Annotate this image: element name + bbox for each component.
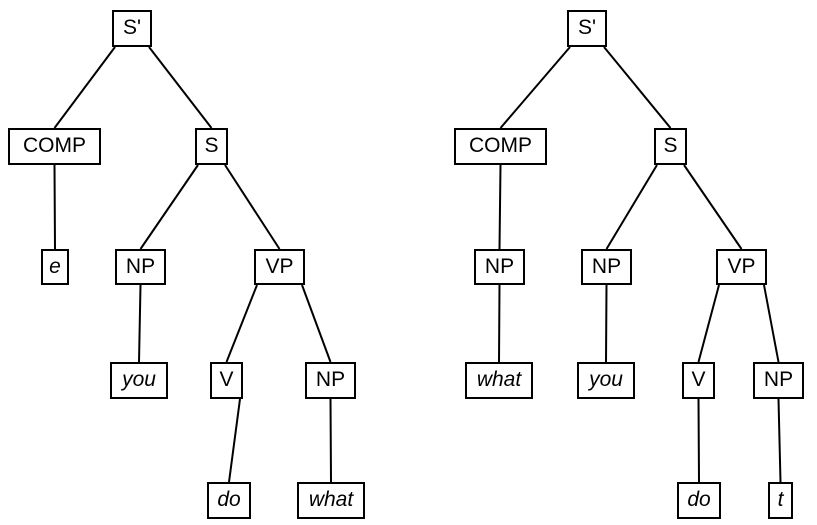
- tree-edge: [683, 164, 743, 250]
- tree-node-what: what: [297, 482, 365, 519]
- tree-node-v: V: [210, 362, 243, 399]
- tree-node-label: V: [219, 368, 234, 391]
- tree-node-label: S: [204, 134, 219, 157]
- tree-node-v: V: [682, 362, 715, 399]
- tree-node-np: NP: [753, 362, 804, 399]
- tree-node-do: do: [207, 482, 251, 519]
- tree-edge: [148, 46, 213, 129]
- tree-node-label: VP: [265, 254, 294, 278]
- tree-edge: [53, 164, 56, 250]
- tree-node-label: V: [691, 368, 706, 391]
- tree-edge: [329, 398, 332, 483]
- tree-node-sbar: S': [567, 10, 607, 47]
- tree-edge: [697, 284, 720, 363]
- tree-edge: [301, 284, 332, 363]
- tree-node-what: what: [465, 362, 533, 399]
- tree-node-s: S: [195, 128, 228, 165]
- tree-node-vp: VP: [716, 249, 767, 285]
- tree-node-comp: COMP: [454, 128, 547, 165]
- tree-node-e: e: [41, 249, 69, 285]
- tree-node-np: NP: [474, 249, 525, 285]
- tree-node-label: what: [308, 488, 354, 511]
- tree-node-s: S: [654, 128, 687, 165]
- tree-node-label: S': [122, 16, 142, 39]
- tree-node-label: NP: [484, 254, 515, 278]
- tree-node-label: e: [49, 254, 61, 278]
- tree-node-np: NP: [581, 249, 632, 285]
- tree-node-label: do: [687, 488, 711, 511]
- tree-edge: [697, 398, 700, 483]
- tree-node-you: you: [110, 362, 168, 399]
- tree-edge: [498, 284, 501, 363]
- tree-edge: [499, 46, 571, 129]
- tree-edge: [53, 46, 116, 129]
- tree-edge: [138, 284, 142, 363]
- tree-node-label: NP: [591, 254, 622, 278]
- tree-node-np: NP: [115, 249, 166, 285]
- tree-edge: [777, 398, 782, 483]
- tree-edge: [605, 284, 608, 363]
- tree-edge: [224, 164, 281, 250]
- tree-node-label: what: [476, 368, 522, 391]
- tree-edge: [498, 164, 502, 250]
- tree-node-label: you: [122, 368, 156, 391]
- tree-edge: [139, 164, 199, 250]
- tree-edge: [228, 398, 241, 483]
- tree-node-sbar: S': [112, 10, 152, 47]
- tree-node-vp: VP: [254, 249, 305, 285]
- tree-node-comp: COMP: [8, 128, 101, 165]
- tree-node-label: COMP: [23, 134, 86, 157]
- tree-node-do: do: [677, 482, 721, 519]
- tree-node-t: t: [768, 482, 793, 519]
- tree-edge: [605, 164, 658, 250]
- tree-node-np: NP: [305, 362, 356, 399]
- tree-node-label: VP: [727, 254, 756, 278]
- tree-edge: [603, 46, 672, 129]
- tree-node-label: S: [663, 134, 678, 157]
- tree-node-label: do: [217, 488, 241, 511]
- tree-node-label: S': [577, 16, 597, 39]
- tree-node-label: NP: [315, 368, 346, 391]
- tree-node-label: you: [589, 368, 623, 391]
- tree-edge: [763, 284, 780, 363]
- tree-edge: [225, 284, 258, 363]
- tree-node-label: COMP: [469, 134, 532, 157]
- tree-node-label: NP: [763, 368, 794, 391]
- tree-node-label: t: [777, 488, 784, 511]
- tree-node-label: NP: [125, 254, 156, 278]
- tree-node-you: you: [577, 362, 635, 399]
